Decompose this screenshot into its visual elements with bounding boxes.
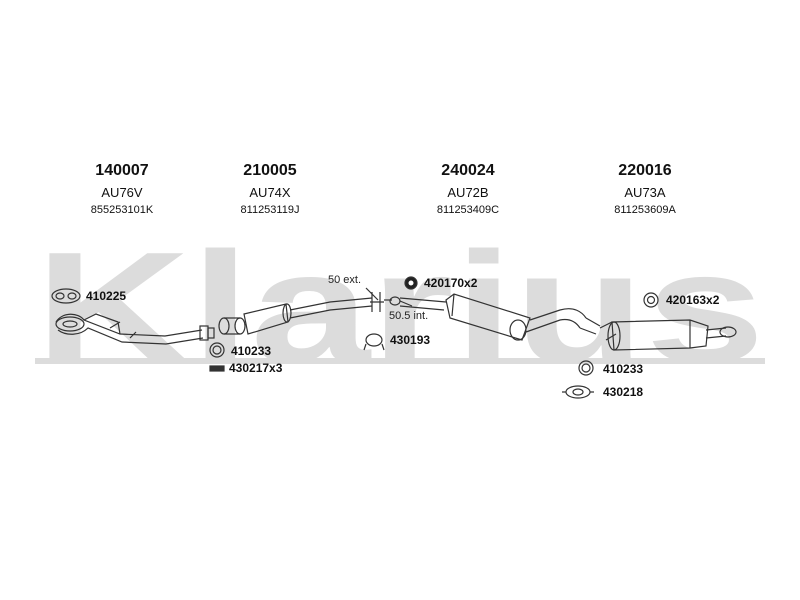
part-oem: 811253609A — [614, 204, 676, 216]
ring-410233-right-icon — [578, 360, 594, 376]
label-410225: 410225 — [86, 289, 127, 303]
gasket-430218-icon — [562, 385, 594, 399]
part-number: 240024 — [441, 162, 495, 179]
label-430218: 430218 — [603, 385, 644, 399]
part-code: AU73A — [624, 185, 666, 200]
rear-silencer-drawing — [599, 319, 737, 351]
part-oem: 811253409C — [436, 204, 500, 216]
label-430217: 430217x3 — [229, 361, 283, 375]
part-number: 220016 — [618, 162, 672, 179]
part-oem: 811253119J — [240, 204, 300, 216]
centre-silencer-drawing — [218, 297, 373, 335]
part-header-4: 220016 AU73A 811253609A — [575, 162, 715, 217]
clamp-420170-icon — [404, 276, 418, 290]
gasket-410225-icon — [51, 288, 81, 304]
part-code: AU74X — [249, 185, 291, 200]
ring-410233-left-icon — [209, 342, 225, 358]
watermark-underline — [35, 358, 765, 364]
note-ext: 50 ext. — [328, 274, 362, 286]
joint-marks — [365, 287, 413, 312]
watermark-text: Klarius — [35, 220, 765, 396]
front-pipe-drawing — [55, 313, 215, 345]
part-header-2: 210005 AU74X 811253119J — [200, 162, 340, 217]
part-code: AU76V — [101, 185, 143, 200]
clamp-420163-icon — [643, 292, 659, 308]
part-code: AU72B — [447, 185, 489, 200]
note-int: 50.5 int. — [389, 310, 429, 322]
part-oem: 855253101K — [90, 204, 154, 216]
label-410233-right: 410233 — [603, 362, 644, 376]
label-430193: 430193 — [390, 333, 431, 347]
label-410233-left: 410233 — [231, 344, 272, 358]
middle-silencer-drawing — [399, 293, 601, 341]
label-420170: 420170x2 — [424, 276, 478, 290]
hanger-430193-icon — [363, 333, 385, 351]
part-header-1: 140007 AU76V 855253101K — [52, 162, 192, 217]
bolt-430217-icon — [209, 365, 225, 372]
part-number: 140007 — [95, 162, 149, 179]
label-420163: 420163x2 — [666, 293, 720, 307]
part-header-3: 240024 AU72B 811253409C — [398, 162, 538, 217]
part-number: 210005 — [243, 162, 297, 179]
